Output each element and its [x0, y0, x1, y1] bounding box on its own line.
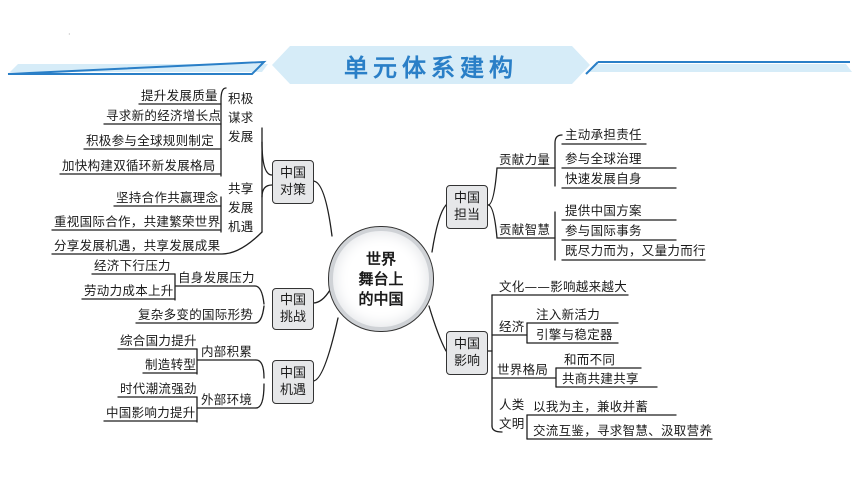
leaf-item: 复杂多变的国际形势	[138, 307, 254, 322]
leaf-item: 快速发展自身	[565, 171, 642, 186]
group-label-zhihui: 贡献智慧	[499, 222, 551, 237]
leaf-item: 主动承担责任	[565, 127, 642, 142]
leaf-item: 引擎与稳定器	[536, 327, 613, 342]
leaf-item: 寻求新的经济增长点	[106, 108, 222, 123]
leaf-item: 中国影响力提升	[106, 405, 196, 420]
leaf-item: 提升发展质量	[141, 88, 218, 103]
group-label-renlei: 人类 文明	[499, 397, 525, 431]
leaf-item: 提供中国方案	[565, 203, 642, 218]
leaf-item: 参与全球治理	[565, 151, 642, 166]
group-label-waibu: 外部环境	[201, 392, 253, 407]
leaf-item: 综合国力提升	[120, 333, 197, 348]
group-label-neibu: 内部积累	[201, 344, 253, 359]
title-banner	[7, 46, 852, 84]
leaf-item: 交流互鉴，寻求智慧、汲取营养	[533, 423, 713, 438]
leaf-item: 经济下行压力	[94, 258, 171, 273]
corner-dot: ·	[68, 30, 71, 39]
group-label-gongxiang: 共享 发展 机遇	[228, 181, 254, 234]
leaf-item: 加快构建双循环新发展格局	[62, 158, 216, 173]
leaf-item: 注入新活力	[536, 307, 601, 322]
leaf-item: 劳动力成本上升	[84, 283, 174, 298]
leaf-item: 重视国际合作，共建繁荣世界	[54, 214, 221, 229]
leaf-item: 和而不同	[564, 352, 616, 367]
leaf-item: 参与国际事务	[565, 223, 642, 238]
group-label-jiji: 积极 谋求 发展	[228, 91, 254, 144]
node-duice: 中国 对策	[272, 160, 314, 204]
leaf-item: 积极参与全球规则制定	[86, 133, 215, 148]
node-tiaozhan: 中国 挑战	[272, 288, 314, 330]
leaf-item: 共商共建共享	[562, 371, 639, 386]
node-dandang: 中国 担当	[446, 185, 488, 229]
group-label-geju: 世界格局	[497, 362, 549, 377]
group-label-ziShen: 自身发展压力	[178, 270, 255, 285]
node-jiyu: 中国 机遇	[272, 360, 314, 404]
leaf-item: 文化——影响越来越大	[499, 279, 628, 294]
center-node: 世界 舞台上 的中国	[328, 226, 434, 332]
leaf-item: 分享发展机遇，共享发展成果	[54, 238, 221, 253]
leaf-item: 以我为主，兼收并蓄	[533, 399, 649, 414]
page-title: 单元体系建构	[344, 53, 518, 82]
node-yingxiang: 中国 影响	[446, 331, 488, 375]
group-label-jingji: 经济	[499, 319, 525, 334]
group-label-liliang: 贡献力量	[499, 152, 551, 167]
leaf-item: 制造转型	[145, 357, 197, 372]
leaf-item: 时代潮流强劲	[120, 381, 197, 396]
leaf-item: 坚持合作共赢理念	[116, 190, 219, 205]
leaf-item: 既尽力而为，又量力而行	[565, 243, 706, 258]
